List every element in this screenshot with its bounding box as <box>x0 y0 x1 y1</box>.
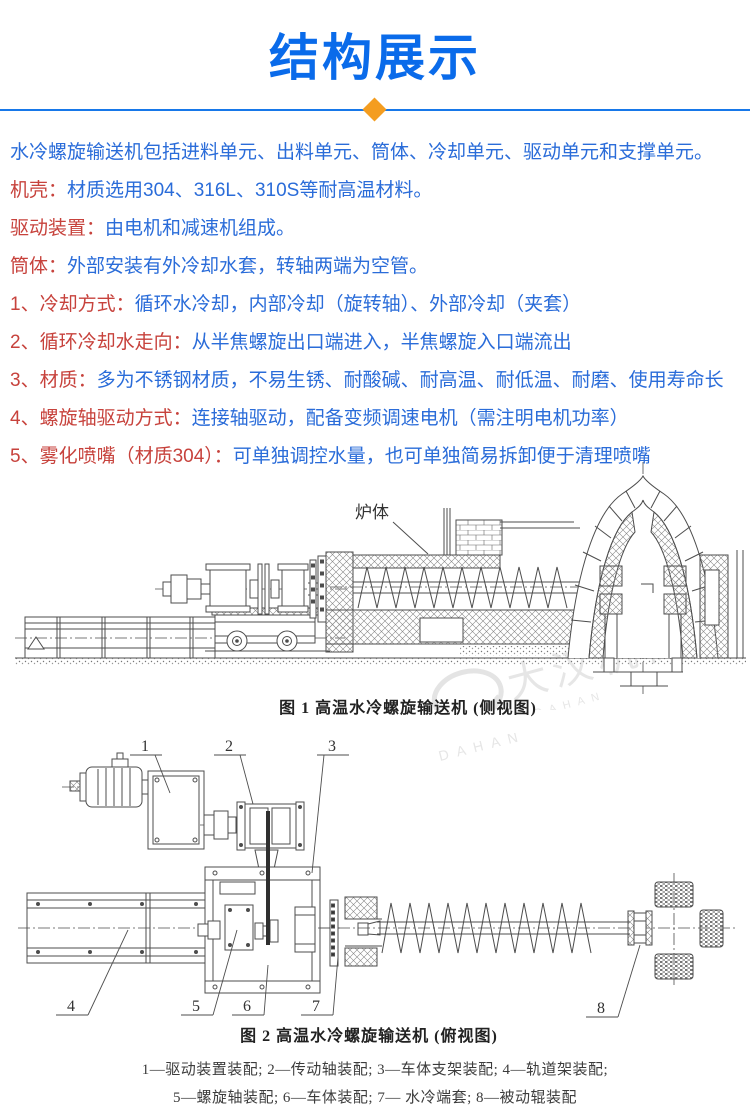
rail-frame-top <box>18 892 340 964</box>
callout-6: 6 <box>243 998 251 1015</box>
callout-3: 3 <box>328 738 336 755</box>
callout-2: 2 <box>225 738 233 755</box>
feature-label: 3、材质： <box>10 370 97 391</box>
feature-line: 3、材质：多为不锈钢材质，不易生锈、耐酸碱、耐高温、耐低温、耐磨、使用寿命长 <box>10 362 746 400</box>
feature-label: 4、螺旋轴驱动方式： <box>10 408 192 429</box>
spec-text: 材质选用304、316L、310S等耐高温材料。 <box>67 180 433 201</box>
callout-4: 4 <box>67 998 75 1015</box>
water-cooled-end-sleeve <box>329 896 382 967</box>
side-view-linework <box>15 462 746 696</box>
callout-1: 1 <box>141 738 149 755</box>
spec-label: 驱动装置： <box>10 218 106 239</box>
legend-line2: 5—螺旋轴装配; 6—车体装配; 7— 水冷端套; 8—被动辊装配 <box>172 1090 577 1106</box>
legend-line1: 1—驱动装置装配; 2—传动轴装配; 3—车体支架装配; 4—轨道架装配; <box>141 1062 609 1078</box>
diamond-icon <box>362 97 387 122</box>
top-view-linework <box>18 752 738 1018</box>
spec-label: 机壳： <box>10 180 68 201</box>
feature-label: 2、循环冷却水走向： <box>10 332 192 353</box>
intro-line: 水冷螺旋输送机包括进料单元、出料单元、筒体、冷却单元、驱动单元和支撑单元。 <box>10 134 746 172</box>
feature-text: 从半焦螺旋出口端进入，半焦螺旋入口端流出 <box>191 332 572 353</box>
feature-text: 循环水冷却，内部冷却（旋转轴）、外部冷却（夹套） <box>134 294 582 315</box>
spec-text: 由电机和减速机组成。 <box>105 218 296 239</box>
figure1-caption: 图 1 高温水冷螺旋输送机 (侧视图) <box>279 700 537 717</box>
feature-line: 1、冷却方式：循环水冷却，内部冷却（旋转轴）、外部冷却（夹套） <box>10 286 746 324</box>
feature-label: 1、冷却方式： <box>10 294 135 315</box>
feature-label: 5、雾化喷嘴（材质304）： <box>10 446 233 467</box>
figure2-drawing: DAHAN <box>18 733 738 1018</box>
figure2-caption: 图 2 高温水冷螺旋输送机 (俯视图) <box>240 1028 498 1045</box>
feature-line: 4、螺旋轴驱动方式：连接轴驱动，配备变频调速电机（需注明电机功率） <box>10 400 746 438</box>
description-block: 水冷螺旋输送机包括进料单元、出料单元、筒体、冷却单元、驱动单元和支撑单元。 机壳… <box>10 134 746 476</box>
spec-label: 筒体： <box>10 256 68 277</box>
feature-line: 2、循环冷却水走向：从半焦螺旋出口端进入，半焦螺旋入口端流出 <box>10 324 746 362</box>
watermark-fragment: DAHAN <box>437 733 527 764</box>
callout-leaders <box>56 754 641 1018</box>
page-title: 结构展示 <box>269 30 481 86</box>
motor-gearbox <box>62 752 240 850</box>
furnace-body-label: 炉体 <box>355 503 389 522</box>
furnace-dome <box>567 462 744 696</box>
driven-roller-assembly <box>627 873 724 985</box>
drive-assembly <box>155 555 350 623</box>
spec-line: 机壳：材质选用304、316L、310S等耐高温材料。 <box>10 172 746 210</box>
spec-line: 驱动装置：由电机和减速机组成。 <box>10 210 746 248</box>
transmission-assembly <box>236 801 305 870</box>
callout-8: 8 <box>597 1000 605 1017</box>
callout-7: 7 <box>312 998 320 1015</box>
callout-5: 5 <box>192 998 200 1015</box>
feature-text: 连接轴驱动，配备变频调速电机（需注明电机功率） <box>191 408 629 429</box>
car-body <box>197 811 321 994</box>
feature-line: 5、雾化喷嘴（材质304）：可单独调控水量，也可单独简易拆卸便于清理喷嘴 <box>10 438 746 476</box>
screw-shaft <box>318 902 738 954</box>
intro-text: 水冷螺旋输送机包括进料单元、出料单元、筒体、冷却单元、驱动单元和支撑单元。 <box>10 142 714 163</box>
feature-text: 多为不锈钢材质，不易生锈、耐酸碱、耐高温、耐低温、耐磨、使用寿命长 <box>96 370 724 391</box>
spec-line: 筒体：外部安装有外冷却水套，转轴两端为空管。 <box>10 248 746 286</box>
figure1-drawing: 大汉机械 DAHAN <box>15 462 746 710</box>
spec-text: 外部安装有外冷却水套，转轴两端为空管。 <box>67 256 429 277</box>
feature-text: 可单独调控水量，也可单独简易拆卸便于清理喷嘴 <box>232 446 651 467</box>
